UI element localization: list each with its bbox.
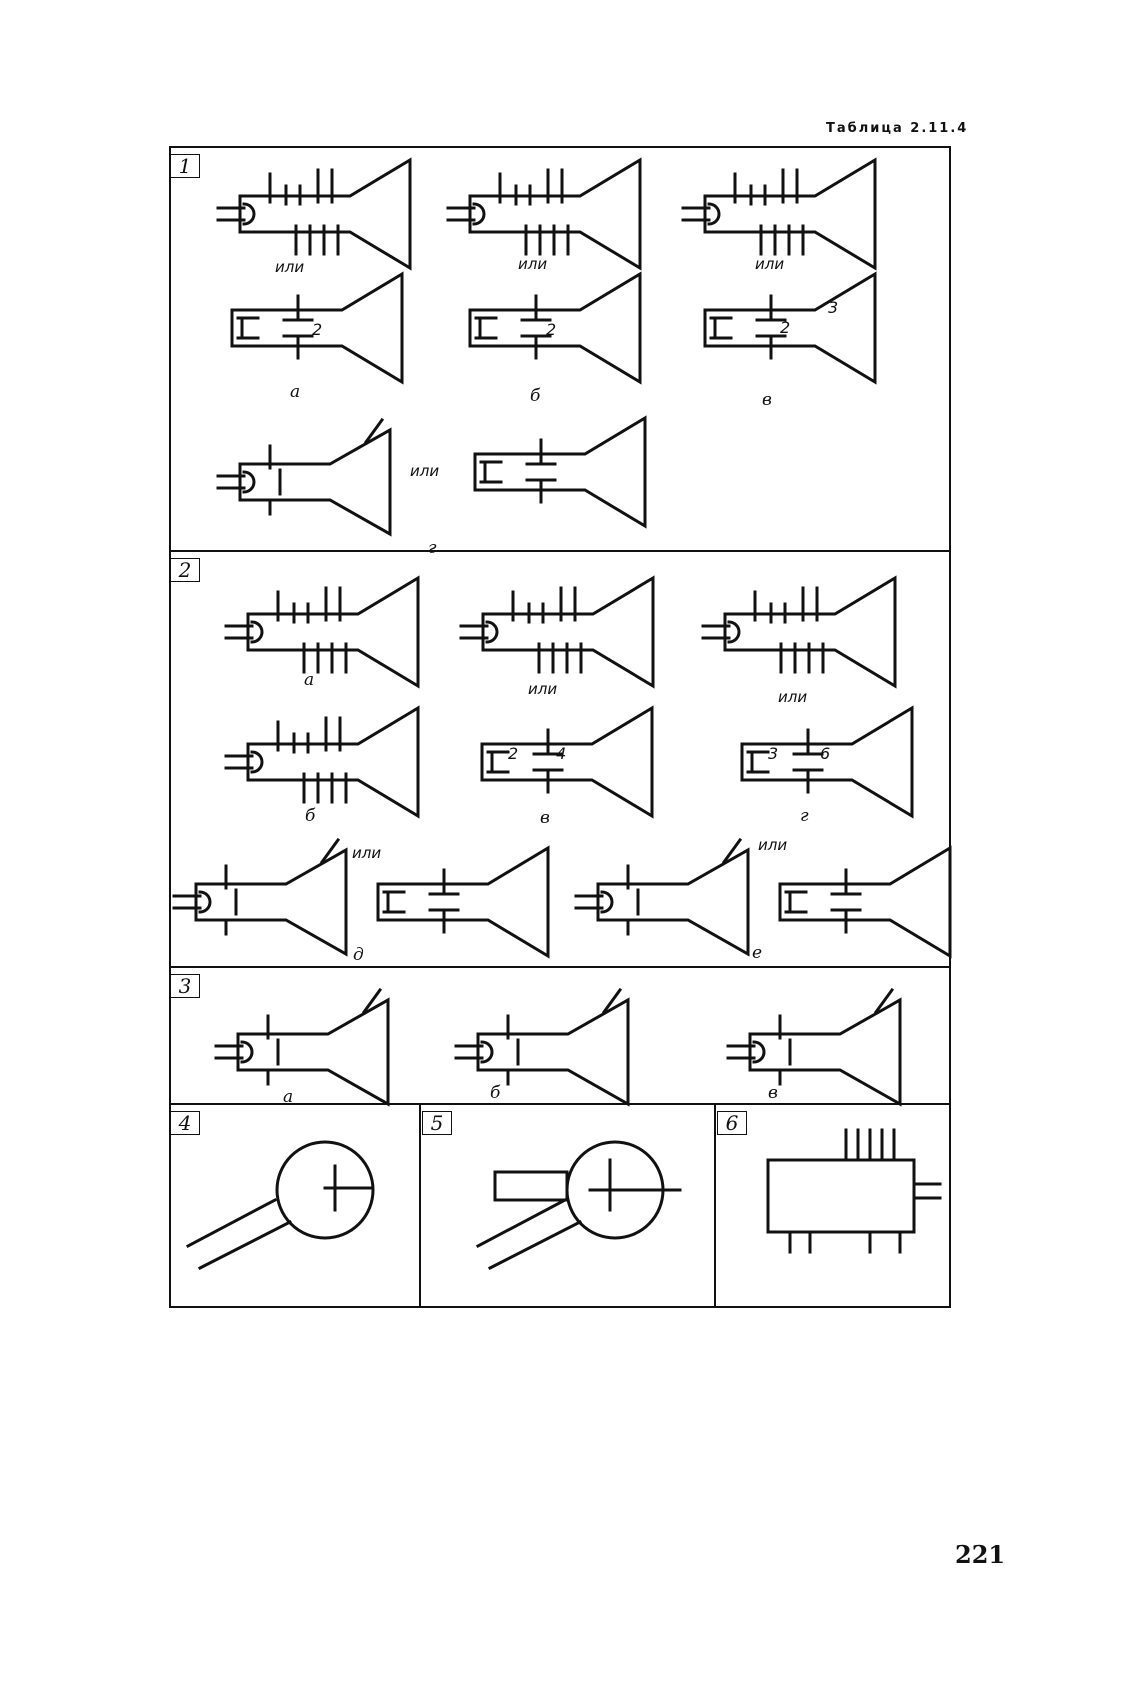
section-2-number: 2 [170,558,200,582]
s2-num-v4: 4 [556,744,567,763]
s2-label-a: а [304,670,315,690]
s2-label-v: в [540,808,550,828]
s2-label-b: б [305,806,316,826]
s1-ili-g: или [410,462,440,480]
table-frame [169,146,951,1308]
s1-num-v3: 3 [828,298,839,317]
s3-label-b: б [490,1083,501,1103]
s2-ili-e: или [758,836,788,854]
s2-label-d: д [353,945,364,965]
s3-label-a: а [283,1087,294,1107]
s1-label-v: в [762,390,772,410]
s2-ili-d: или [352,844,382,862]
table-title: Таблица 2.11.4 [826,121,969,136]
s2-label-e: е [752,943,763,963]
s2-label-g: г [800,806,809,826]
s2-num-g3: 3 [768,744,779,763]
s2-tube-e2 [778,846,952,958]
section-3-number: 3 [170,974,200,998]
s5-bulb [475,1140,682,1271]
s2-num-g6: 6 [820,744,831,763]
s3-label-v: в [768,1083,778,1103]
s2-tube-b [224,706,420,818]
section-6-number: 6 [717,1111,747,1135]
s1-ili-a: или [275,258,305,276]
s1-label-a: а [290,382,301,402]
section-5-number: 5 [422,1111,452,1135]
section-1-number: 1 [170,154,200,178]
s2-tube-d2 [376,846,550,958]
s2-ili-2: или [778,688,808,706]
s1-label-b: б [530,386,541,406]
s1-num-v: 2 [780,318,791,337]
s2-tube-or1 [459,576,655,688]
s1-tube-a1 [216,158,412,270]
s1-ili-b: или [518,255,548,273]
s2-tube-d1 [172,838,348,956]
s1-num-a: 2 [312,320,323,339]
s2-tube-a [224,576,420,688]
s2-num-v2: 2 [508,744,519,763]
s1-tube-g2 [473,416,647,528]
s1-label-g: г [428,538,437,558]
s1-num-b: 2 [546,320,557,339]
s1-tube-g1 [216,418,392,536]
s4-bulb [185,1140,375,1271]
s3-tube-b [454,988,630,1106]
s3-tube-v [726,988,902,1106]
s1-tube-v1 [681,158,877,270]
s6-device [766,1128,942,1254]
page-number: 221 [955,1540,1006,1569]
s2-ili-1: или [528,680,558,698]
s1-ili-v: или [755,255,785,273]
section-4-number: 4 [170,1111,200,1135]
s2-tube-or2 [701,576,897,688]
s3-tube-a [214,988,390,1106]
s1-tube-b1 [446,158,642,270]
s2-tube-e1 [574,838,750,956]
